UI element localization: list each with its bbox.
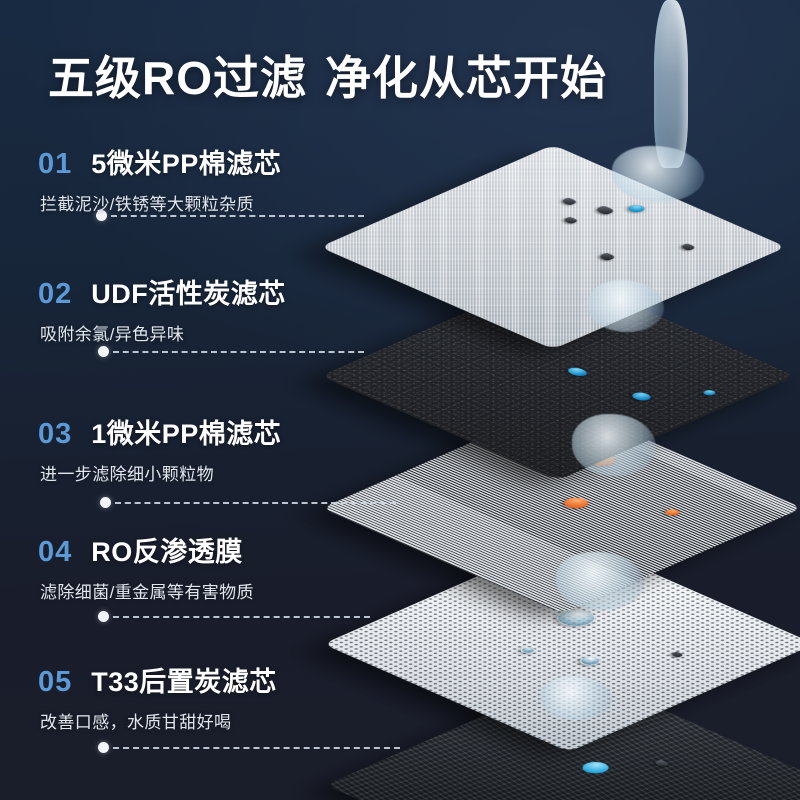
- particle-grit: [594, 205, 616, 216]
- connector-dot-01: [96, 210, 107, 221]
- particle-virus-orange: [559, 495, 594, 511]
- stage-item-04: 04 RO反渗透膜 滤除细菌/重金属等有害物质: [38, 530, 254, 603]
- particle-blue-pill: [700, 389, 718, 397]
- connector-line-05: [98, 742, 400, 753]
- connector-dot-02: [98, 346, 109, 357]
- stage-desc-02: 吸附余氯/异色异味: [40, 325, 185, 344]
- water-splash: [572, 414, 656, 476]
- stage-desc-01: 拦截泥沙/铁锈等大颗粒杂质: [40, 195, 254, 214]
- connector-dot-03: [100, 497, 111, 508]
- connector-line-04: [98, 611, 370, 622]
- stage-name-04: RO反渗透膜: [91, 537, 243, 567]
- particle-blue-pill: [628, 390, 655, 403]
- stage-item-01: 01 5微米PP棉滤芯 拦截泥沙/铁锈等大颗粒杂质: [38, 142, 281, 215]
- stage-number-01: 01: [38, 148, 73, 180]
- connector-dash-01: [111, 214, 364, 217]
- particle-blue-pill: [625, 203, 648, 214]
- connector-line-03: [100, 497, 396, 508]
- stage-desc-05: 改善口感，水质甘甜好喝: [40, 713, 232, 732]
- water-splash: [612, 146, 704, 202]
- stage-heading-row-02: 02 UDF活性炭滤芯: [38, 272, 286, 311]
- stage-number-04: 04: [38, 536, 73, 568]
- stage-item-02: 02 UDF活性炭滤芯 吸附余氯/异色异味: [38, 272, 286, 345]
- particle-grit: [597, 252, 617, 261]
- particle-grit: [652, 759, 671, 768]
- filter-plate-pp-cotton-5-micron: [319, 144, 787, 350]
- stage-name-03: 1微米PP棉滤芯: [91, 419, 282, 449]
- stage-heading-row-05: 05 T33后置炭滤芯: [38, 660, 277, 699]
- particle-grit: [670, 651, 685, 658]
- particle-virus-blue: [577, 759, 614, 776]
- stage-item-03: 03 1微米PP棉滤芯 进一步滤除细小颗粒物: [38, 412, 281, 485]
- connector-line-02: [98, 346, 364, 357]
- stage-desc-04: 滤除细菌/重金属等有害物质: [40, 583, 254, 602]
- particle-grit: [562, 216, 580, 225]
- stage-item-05: 05 T33后置炭滤芯 改善口感，水质甘甜好喝: [38, 660, 277, 733]
- connector-dash-04: [113, 615, 370, 618]
- water-splash: [540, 676, 612, 720]
- stage-desc-03: 进一步滤除细小颗粒物: [40, 465, 214, 484]
- particle-grit: [679, 243, 697, 251]
- connector-dash-02: [113, 350, 364, 353]
- page-title-part2: 净化从芯开始: [325, 52, 607, 104]
- particle-grit: [560, 197, 579, 206]
- stage-heading-row-01: 01 5微米PP棉滤芯: [38, 142, 281, 181]
- connector-dot-05: [98, 742, 109, 753]
- connector-dash-05: [113, 746, 400, 749]
- connector-dot-04: [98, 611, 109, 622]
- particle-water-drop: [576, 654, 605, 667]
- particle-water-drop: [518, 645, 538, 655]
- water-splash: [556, 552, 644, 610]
- stage-heading-row-04: 04 RO反渗透膜: [38, 530, 254, 569]
- particle-blue-pill: [564, 366, 591, 378]
- stage-name-02: UDF活性炭滤芯: [91, 279, 286, 309]
- water-splash: [588, 280, 664, 332]
- connector-dash-03: [115, 501, 396, 504]
- connector-line-01: [96, 210, 364, 221]
- stage-number-03: 03: [38, 418, 73, 450]
- particle-virus-orange: [662, 508, 683, 517]
- page-title-part1: 五级RO过滤: [48, 52, 307, 104]
- stage-number-02: 02: [38, 278, 73, 310]
- stage-name-05: T33后置炭滤芯: [91, 667, 277, 697]
- water-stream: [654, 0, 688, 168]
- stage-name-01: 5微米PP棉滤芯: [91, 149, 282, 179]
- page-title: 五级RO过滤净化从芯开始: [48, 42, 607, 108]
- stage-number-05: 05: [38, 666, 73, 698]
- stage-heading-row-03: 03 1微米PP棉滤芯: [38, 412, 281, 451]
